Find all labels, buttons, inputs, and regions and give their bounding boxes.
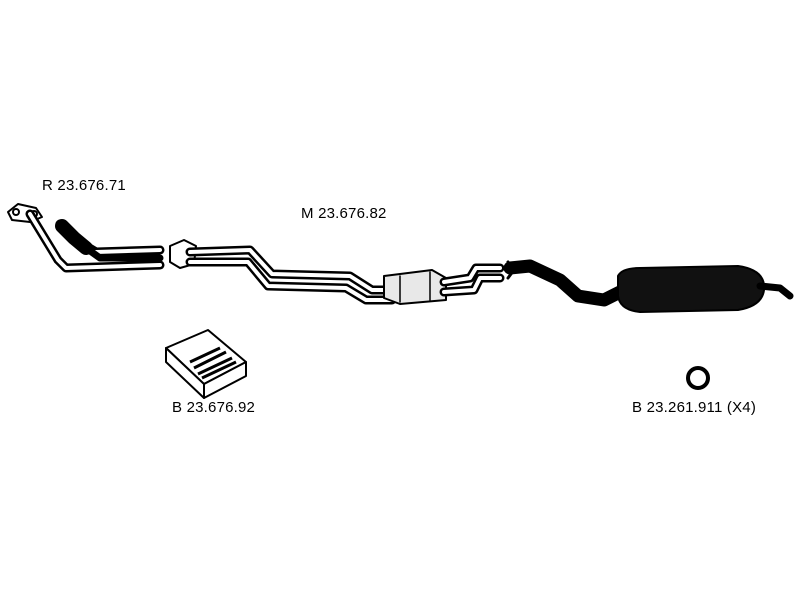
front-pipe-dark-bend [55, 219, 93, 255]
front-pipe-flange-hole [12, 208, 20, 216]
front-pipe-drawing [7, 203, 165, 273]
mounting-kit-label: B 23.676.92 [172, 399, 256, 416]
mounting-kit-drawing [165, 329, 247, 399]
middle-muffler [383, 269, 447, 305]
middle-section-label: M 23.676.82 [301, 205, 387, 222]
rear-silencer-drawing [503, 259, 794, 313]
rear-silencer-tailpipe [756, 282, 794, 300]
front-pipe-label: R 23.676.71 [42, 177, 126, 194]
mounting-kit-box-side [203, 361, 247, 399]
rear-silencer-inlet [503, 259, 627, 307]
gasket-ring [686, 366, 710, 390]
gasket-ring-drawing [686, 366, 710, 390]
rear-silencer-body [617, 265, 766, 313]
gasket-ring-label: B 23.261.911 (X4) [632, 399, 757, 416]
middle-section-drawing [169, 239, 505, 305]
